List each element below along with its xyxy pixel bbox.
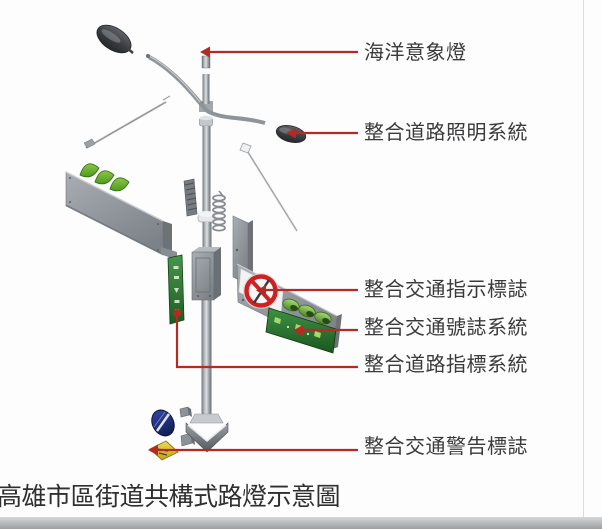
pole-base [185, 413, 229, 453]
label-road-guide-system: 整合道路指標系統 [364, 352, 528, 376]
label-traffic-warning-sign: 整合交通警告標誌 [364, 434, 528, 458]
leader-ocean-light [200, 46, 358, 58]
diagram-caption: 高雄市區街道共構式路燈示意圖 [0, 482, 341, 511]
label-ocean-image-light: 海洋意象燈 [364, 40, 467, 64]
leader-warning-sign [148, 444, 358, 456]
label-traffic-signal-system: 整合交通號誌系統 [364, 315, 528, 339]
leader-signal-system [293, 325, 358, 336]
bottom-strip [0, 517, 602, 529]
label-road-lighting-system: 整合道路照明系統 [364, 120, 528, 144]
cable-rack-icon [183, 178, 198, 217]
right-border-line [583, 0, 584, 517]
pole-clamp [191, 247, 221, 301]
main-pole [197, 55, 216, 420]
billboard-panel [65, 163, 172, 258]
stay-rod-left [83, 95, 171, 149]
street-name-sign [161, 247, 185, 325]
blue-circle-sign-icon [151, 409, 175, 437]
label-traffic-direction-sign: 整合交通指示標誌 [364, 277, 528, 301]
leader-road-guide [173, 309, 358, 369]
stay-rod-right [239, 142, 298, 232]
spring-coil-icon [212, 190, 226, 232]
leader-road-lighting [286, 127, 358, 139]
decorative-lamp-head-icon [96, 24, 134, 54]
leader-direction-sign [256, 285, 358, 296]
signal-hoods-icon [282, 298, 332, 325]
wave-ornaments-icon [79, 163, 130, 192]
